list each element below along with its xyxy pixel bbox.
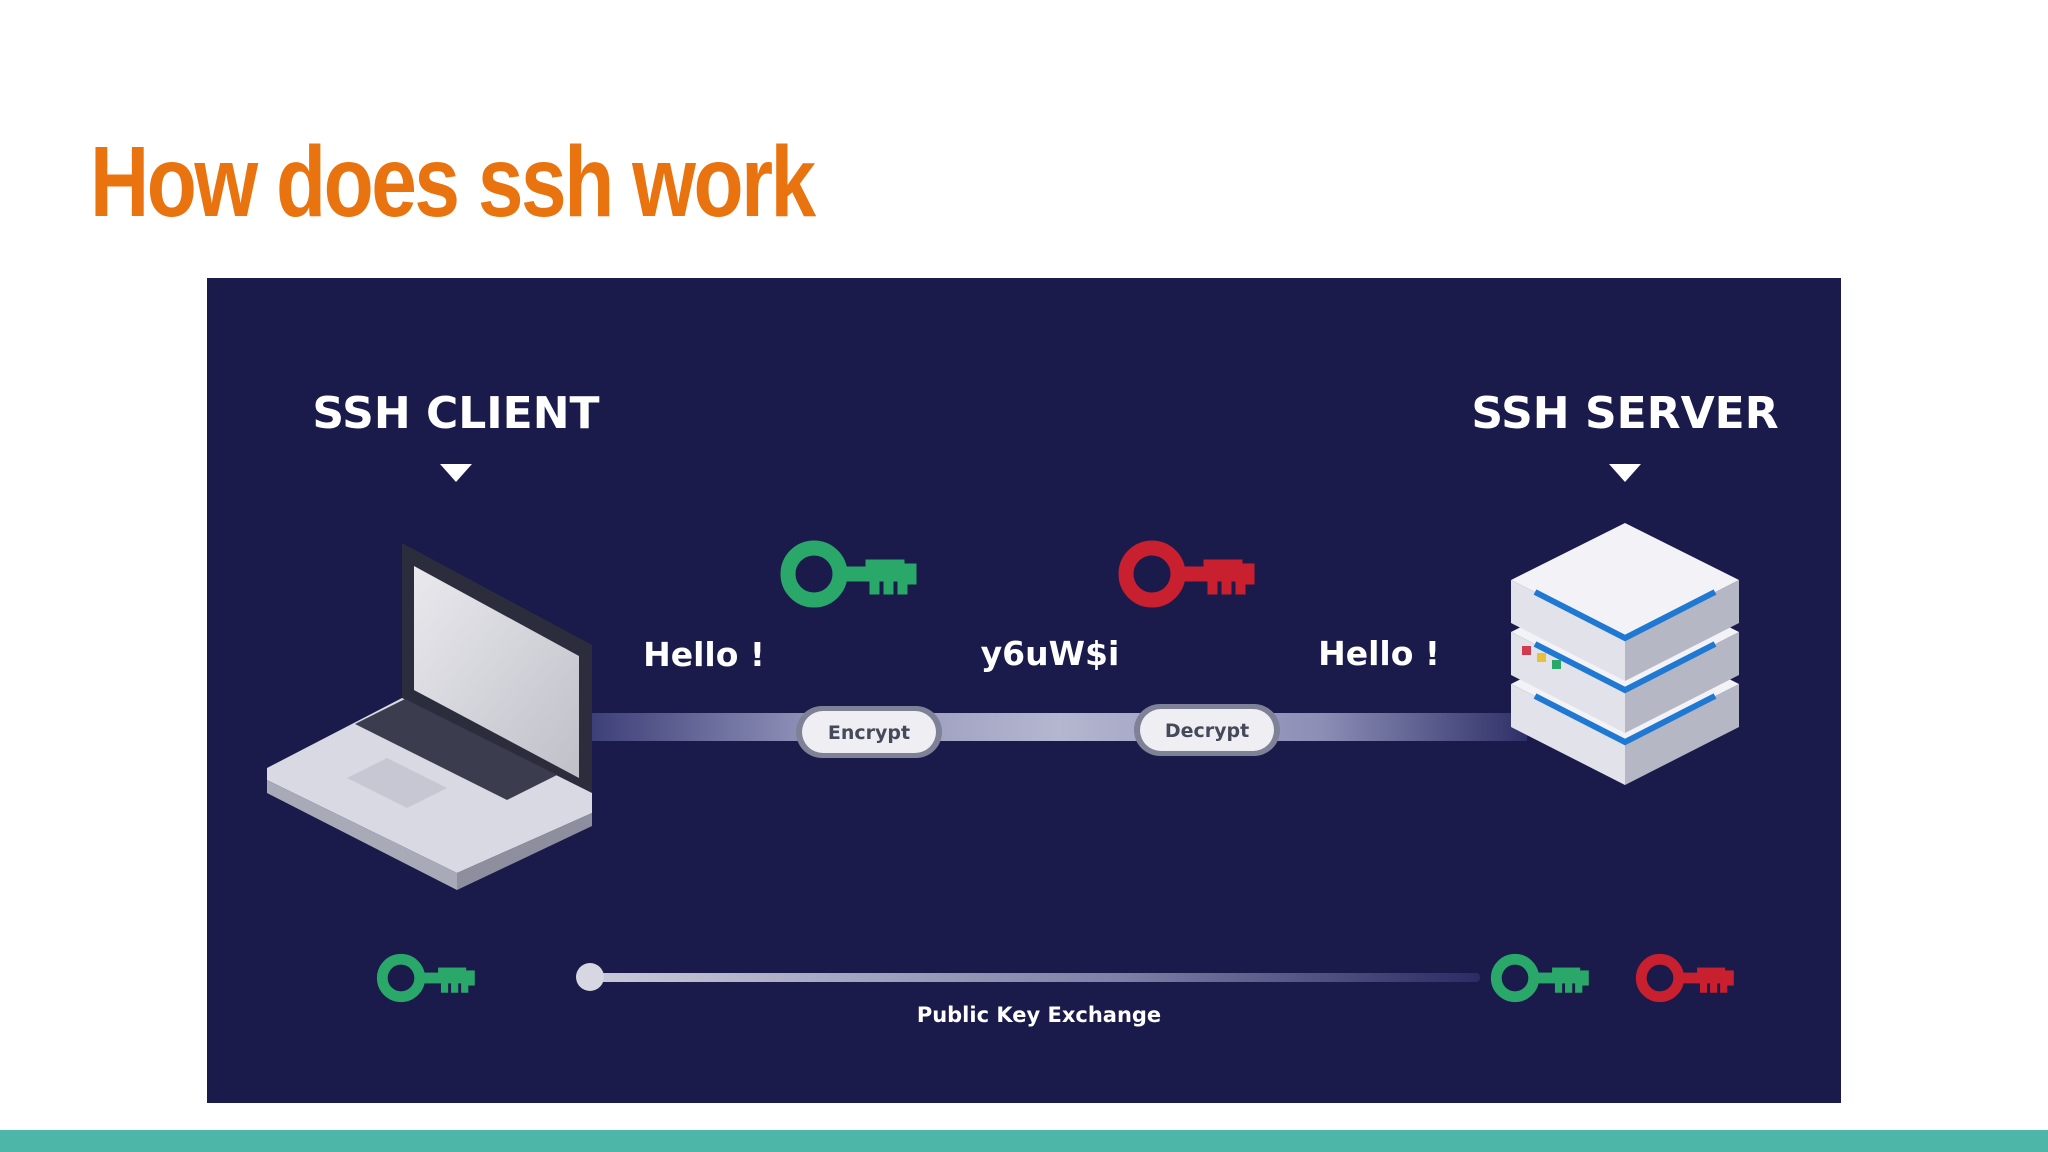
- exchange-start-dot: [576, 963, 604, 991]
- client-label: SSH CLIENT: [312, 388, 599, 439]
- exchange-label: Public Key Exchange: [917, 1003, 1161, 1027]
- server-icon: [1511, 523, 1739, 785]
- message-encrypted: y6uW$i: [981, 634, 1120, 673]
- exchange-track: [590, 973, 1480, 982]
- slide-title: How does ssh work: [90, 126, 816, 238]
- message-left: Hello !: [643, 635, 765, 674]
- encrypt-badge: Encrypt: [796, 706, 942, 758]
- decrypt-badge: Decrypt: [1134, 704, 1280, 756]
- encrypt-label: Encrypt: [828, 722, 910, 744]
- message-right: Hello !: [1318, 634, 1440, 673]
- server-led-yellow: [1537, 653, 1546, 662]
- client-arrow-icon: [440, 464, 472, 482]
- ssh-diagram: SSH CLIENT SSH SERVER: [207, 278, 1841, 1103]
- laptop-icon: [267, 543, 592, 890]
- data-track: [592, 713, 1527, 741]
- server-label: SSH SERVER: [1471, 388, 1778, 439]
- bottom-accent-bar: [0, 1130, 2048, 1152]
- server-led-green: [1552, 660, 1561, 669]
- server-arrow-icon: [1609, 464, 1641, 482]
- decrypt-label: Decrypt: [1165, 720, 1249, 742]
- server-led-red: [1522, 646, 1531, 655]
